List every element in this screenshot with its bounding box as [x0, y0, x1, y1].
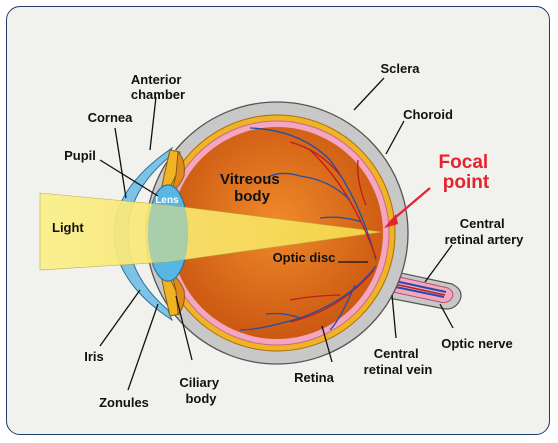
label-zonules: Zonules [99, 395, 149, 410]
label-vitreous-body-line1: Vitreous [220, 171, 280, 188]
label-anterior-chamber: Anterior chamber [131, 72, 185, 102]
label-ciliary-body: Ciliary body [179, 375, 222, 406]
label-vitreous-body-line2: body [234, 188, 270, 205]
label-ciliary-body-line2: body [185, 391, 217, 406]
label-lens: Lens [155, 195, 179, 206]
label-anterior-chamber-line2: chamber [131, 87, 185, 102]
label-central-retinal-artery: Central retinal artery [445, 216, 525, 247]
label-central-retinal-vein-line2: retinal vein [364, 362, 433, 377]
label-focal-point-line2: point [443, 172, 490, 193]
label-choroid: Choroid [403, 107, 453, 122]
label-central-retinal-vein-line1: Central [374, 346, 419, 361]
label-anterior-chamber-line1: Anterior [131, 72, 182, 87]
label-iris: Iris [84, 349, 104, 364]
label-focal-point: Focal point [439, 152, 494, 193]
label-central-retinal-artery-line2: retinal artery [445, 232, 525, 247]
label-optic-nerve: Optic nerve [441, 336, 513, 351]
label-sclera: Sclera [380, 61, 420, 76]
label-pupil: Pupil [64, 148, 96, 163]
label-central-retinal-vein: Central retinal vein [364, 346, 433, 377]
label-light: Light [52, 220, 84, 235]
label-ciliary-body-line1: Ciliary [179, 375, 220, 390]
label-cornea: Cornea [88, 110, 134, 125]
label-focal-point-line1: Focal [439, 152, 489, 173]
label-central-retinal-artery-line1: Central [460, 216, 505, 231]
label-retina: Retina [294, 370, 335, 385]
label-optic-disc: Optic disc [273, 250, 336, 265]
